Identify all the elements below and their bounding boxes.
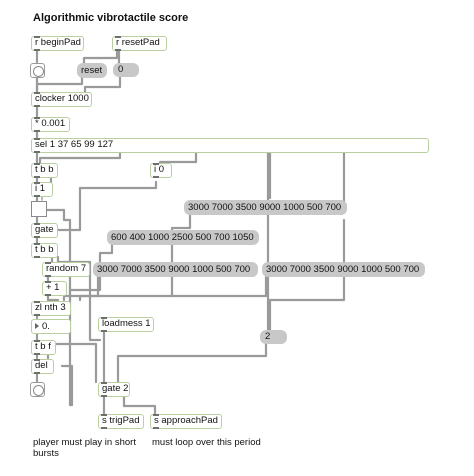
two-number-display[interactable]: 2 [260, 330, 287, 344]
trigger-bb-object-2[interactable]: t b b [31, 243, 58, 258]
float-number-value: 0. [42, 321, 50, 332]
receive-resetpad-object[interactable]: r resetPad [112, 36, 167, 51]
delay-object[interactable]: del [31, 359, 54, 374]
duration-sequence-message-mid[interactable]: 600 400 1000 2500 500 700 1050 [107, 230, 259, 245]
gate-object[interactable]: gate [31, 223, 58, 238]
bang-button-start[interactable] [30, 63, 45, 78]
int-one-object[interactable]: i 1 [31, 182, 53, 197]
random-object[interactable]: random 7 [42, 262, 90, 277]
zero-number-display[interactable]: 0 [113, 63, 139, 77]
bang-button-delay[interactable] [30, 382, 45, 397]
float-number-box[interactable]: 0. [31, 319, 71, 334]
zl-nth-object[interactable]: zl nth 3 [31, 301, 71, 316]
int-zero-object[interactable]: i 0 [150, 163, 172, 178]
comment-short-bursts: player must play in short bursts [33, 437, 136, 459]
loadmess-object[interactable]: loadmess 1 [98, 317, 154, 332]
toggle-checkbox[interactable] [31, 201, 47, 217]
number-box-triangle-icon [35, 323, 39, 329]
select-object[interactable]: sel 1 37 65 99 127 [31, 138, 429, 153]
trigger-bf-object[interactable]: t b f [31, 340, 56, 355]
patch-title: Algorithmic vibrotactile score [33, 12, 189, 24]
bang-indicator-icon [33, 66, 44, 77]
multiply-object[interactable]: * 0.001 [31, 117, 70, 132]
plus-one-object[interactable]: + 1 [42, 281, 67, 296]
duration-sequence-message-a[interactable]: 3000 7000 3500 9000 1000 500 700 [93, 262, 258, 277]
duration-sequence-message-b[interactable]: 3000 7000 3500 9000 1000 500 700 [262, 262, 425, 277]
receive-beginpad-object[interactable]: r beginPad [31, 36, 84, 51]
reset-message[interactable]: reset [77, 63, 107, 78]
clocker-object[interactable]: clocker 1000 [31, 92, 92, 107]
send-trigpad-object[interactable]: s trigPad [98, 414, 144, 429]
bang-indicator-icon [33, 385, 44, 396]
comment-loop-period: must loop over this period [152, 437, 261, 448]
send-approachpad-object[interactable]: s approachPad [150, 414, 222, 429]
gate-two-object[interactable]: gate 2 [98, 382, 130, 397]
duration-sequence-message-top[interactable]: 3000 7000 3500 9000 1000 500 700 [184, 200, 347, 215]
trigger-bb-object-1[interactable]: t b b [31, 163, 58, 178]
